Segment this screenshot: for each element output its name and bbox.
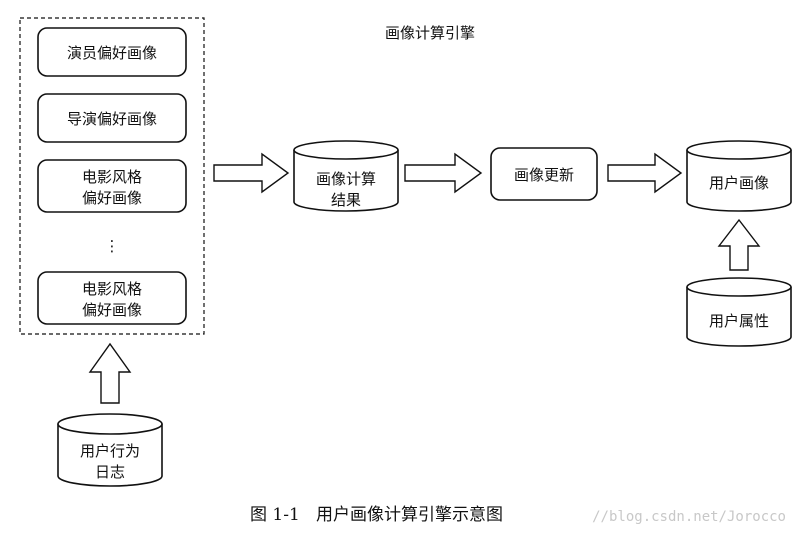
profile-types-group [19,17,205,335]
arrow-update-to-profile [607,152,683,194]
result-cylinder: 画像计算 结果 [293,140,399,212]
user-profile-cylinder: 用户画像 [686,140,792,212]
arrow-group-to-result [213,152,290,194]
actor-preference-label: 演员偏好画像 [67,44,157,62]
result-label-a: 画像计算 [316,170,376,188]
movie-style-box-2: 电影风格 偏好画像 [37,271,187,325]
behavior-log-label-a: 用户行为 [80,442,140,460]
arrow-log-to-group [88,342,132,404]
movie-style-box-1: 电影风格 偏好画像 [37,159,187,213]
behavior-log-cylinder: 用户行为 日志 [57,413,163,487]
arrow-result-to-update [404,152,483,194]
ellipsis: ⋮ [105,237,120,255]
movie-style-label-1a: 电影风格 [82,168,142,186]
figure-caption: 图 1-1 用户画像计算引擎示意图 [250,505,503,525]
user-profile-label: 用户画像 [709,174,769,192]
user-attr-cylinder: 用户属性 [686,277,792,347]
profile-update-label: 画像更新 [514,166,574,184]
arrow-attr-to-profile [717,218,761,271]
watermark: //blog.csdn.net/Jorocco [592,509,786,525]
director-preference-box: 导演偏好画像 [37,93,187,143]
actor-preference-box: 演员偏好画像 [37,27,187,77]
director-preference-label: 导演偏好画像 [67,110,157,128]
movie-style-label-1b: 偏好画像 [82,189,142,207]
result-label-b: 结果 [331,191,361,209]
behavior-log-label-b: 日志 [95,463,125,481]
profile-update-box: 画像更新 [490,147,598,201]
user-attr-label: 用户属性 [709,312,769,330]
movie-style-label-2a: 电影风格 [82,280,142,298]
diagram-title: 画像计算引擎 [385,24,475,42]
movie-style-label-2b: 偏好画像 [82,301,142,319]
